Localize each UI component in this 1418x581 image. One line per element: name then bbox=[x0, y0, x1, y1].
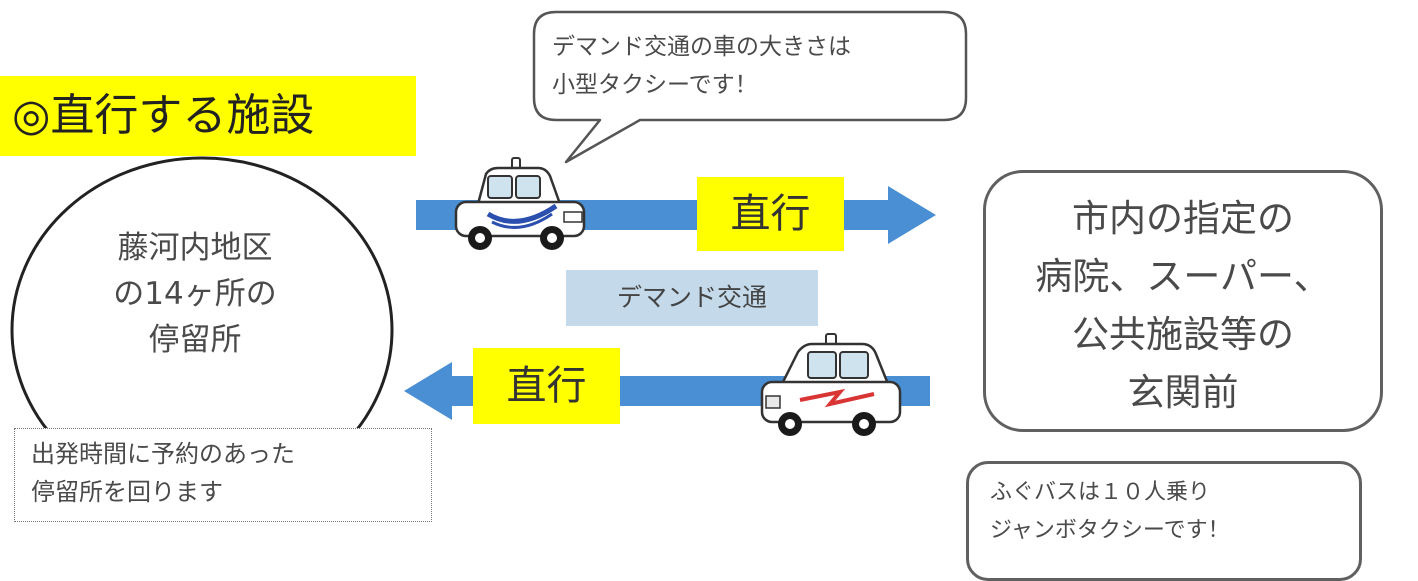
speech-bubble bbox=[532, 10, 968, 164]
destination-line: 市内の指定の bbox=[1072, 197, 1294, 240]
diagram-canvas bbox=[10, 10, 968, 504]
origin-line: の14ヶ所の bbox=[113, 276, 277, 312]
destination-line: 公共施設等の bbox=[1072, 313, 1294, 356]
fugu-note-line: ジャンボタクシーです！ bbox=[990, 518, 1230, 543]
destination-label: 市内の指定の 病院、スーパー、 公共施設等の 玄関前 bbox=[983, 190, 1383, 422]
destination-line: 玄関前 bbox=[1127, 371, 1239, 414]
pickup-note-line: 出発時間に予約のあった bbox=[31, 440, 295, 468]
pickup-note-line: 停留所を回ります bbox=[31, 478, 223, 506]
demand-transport-label: デマンド交通 bbox=[566, 270, 818, 326]
origin-line: 停留所 bbox=[148, 322, 242, 358]
origin-line: 藤河内地区 bbox=[117, 230, 273, 266]
destination-line: 病院、スーパー、 bbox=[1035, 255, 1331, 298]
fugu-note-line: ふぐバスは１０人乗り bbox=[990, 480, 1211, 505]
jumbo-taxi-icon bbox=[760, 333, 902, 436]
direct-label-bottom: 直行 bbox=[473, 348, 620, 424]
speech-line: デマンド交通の車の大きさは bbox=[552, 34, 851, 60]
small-taxi-icon bbox=[454, 157, 586, 250]
fugu-bus-note-box bbox=[966, 461, 1362, 581]
direct-label-top: 直行 bbox=[697, 177, 844, 251]
origin-label: 藤河内地区 の14ヶ所の 停留所 bbox=[60, 225, 330, 363]
title-label: ◎直行する施設 bbox=[0, 76, 416, 156]
speech-bubble-text: デマンド交通の車の大きさは 小型タクシーです！ bbox=[552, 28, 952, 104]
speech-line: 小型タクシーです！ bbox=[552, 72, 758, 98]
destination-box bbox=[983, 170, 1383, 432]
fugu-bus-note: ふぐバスは１０人乗り ジャンボタクシーです！ bbox=[990, 474, 1360, 550]
pickup-note: 出発時間に予約のあった 停留所を回ります bbox=[14, 428, 432, 522]
